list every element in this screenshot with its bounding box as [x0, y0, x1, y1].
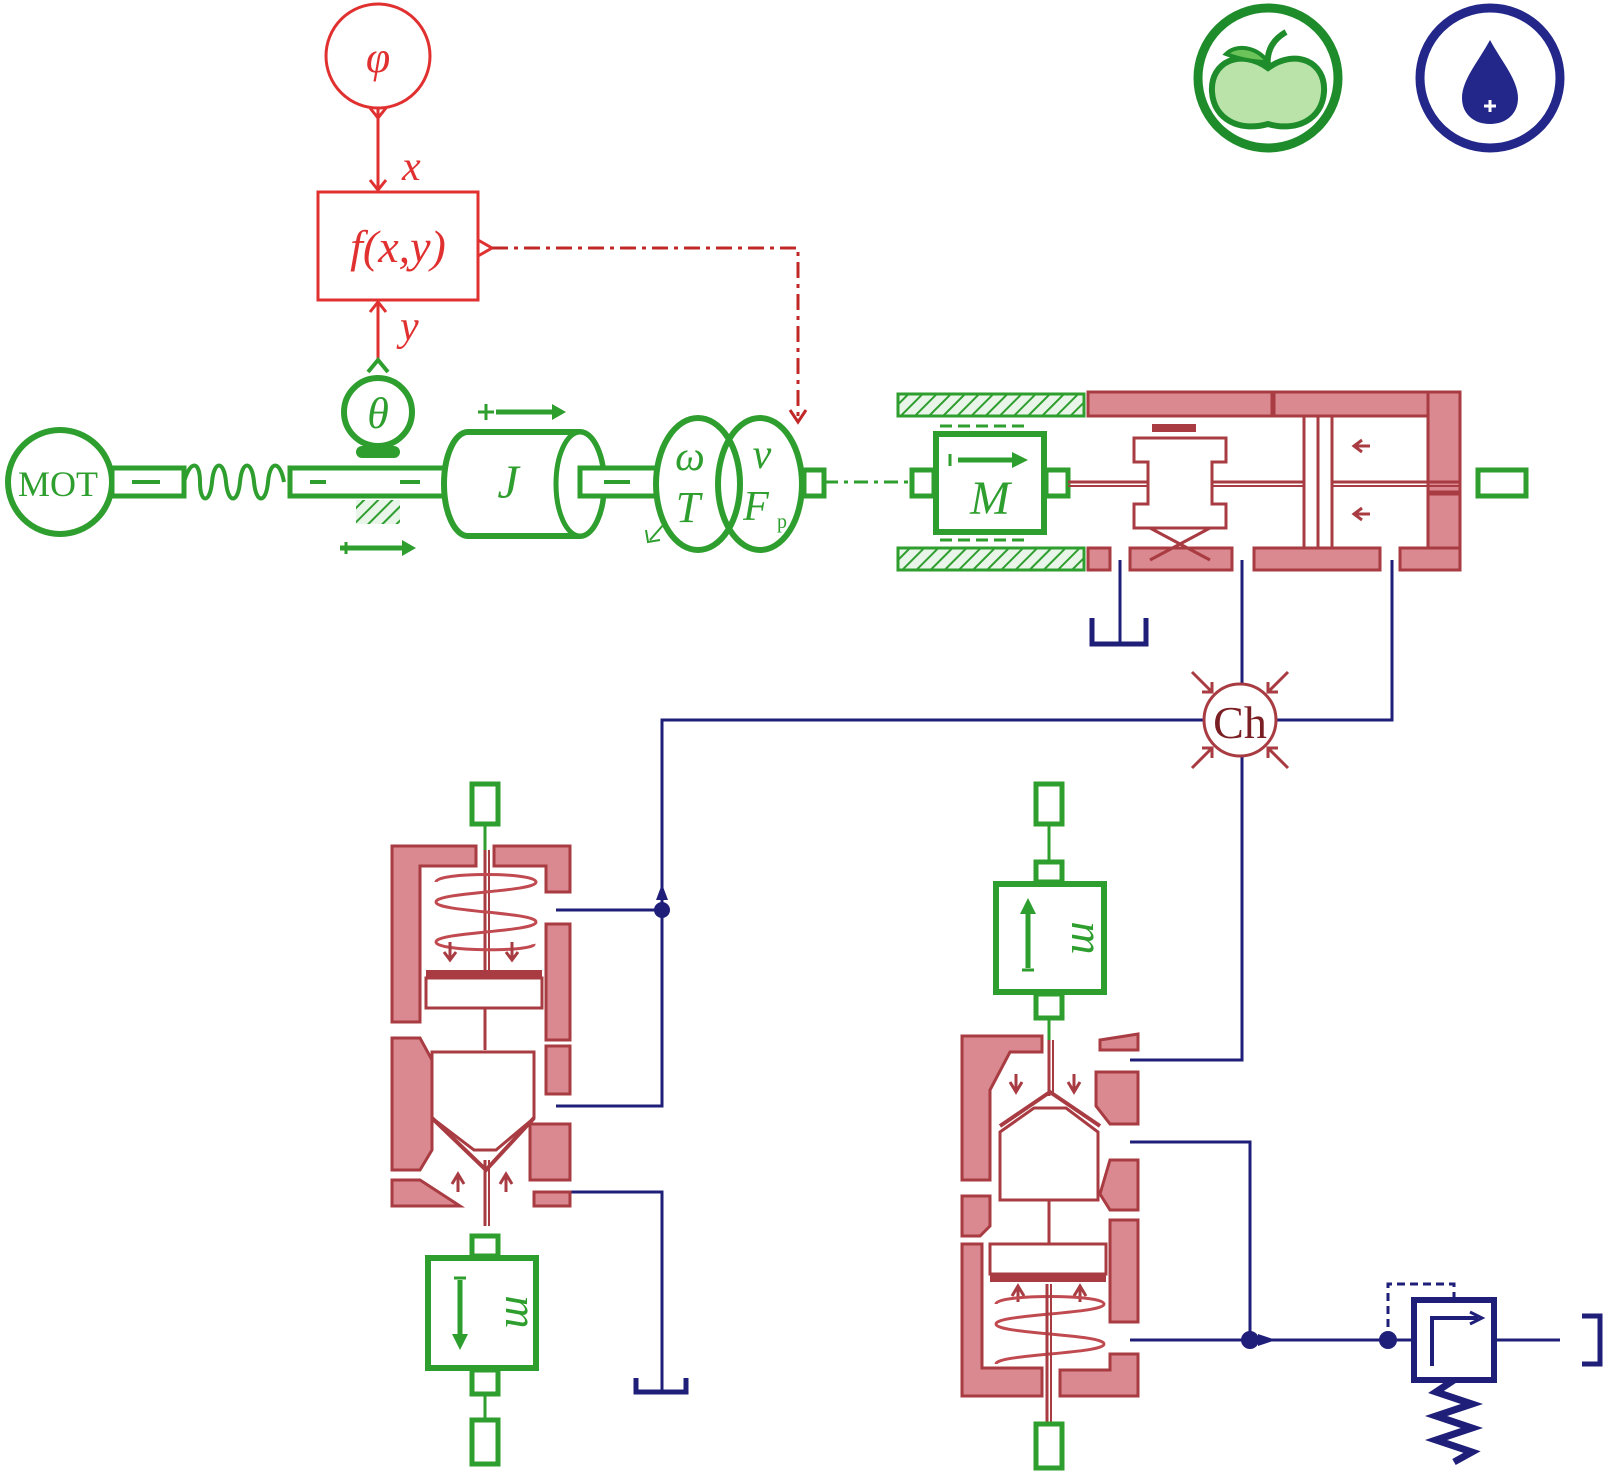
- right-valve-body[interactable]: [960, 1032, 1140, 1398]
- hydraulic-library-icon[interactable]: [1415, 3, 1565, 153]
- inertia-label: J: [497, 456, 521, 509]
- motor[interactable]: MOT: [5, 427, 115, 537]
- rod-port: [1475, 467, 1529, 499]
- y-input-label: y: [396, 304, 419, 350]
- left-mass-label: m: [496, 1295, 547, 1328]
- left-top-port: [469, 781, 501, 827]
- torque-label: T: [676, 483, 704, 532]
- spring-icon: [1424, 1377, 1484, 1466]
- right-mass-label: m: [1062, 921, 1113, 954]
- motor-label: MOT: [18, 464, 98, 504]
- left-mass[interactable]: m: [425, 1255, 547, 1371]
- guide-top: [896, 392, 1086, 418]
- piston[interactable]: [1302, 414, 1370, 550]
- omega-label: ω: [675, 434, 705, 480]
- tank-right: [1582, 1313, 1603, 1367]
- left-valve-spring: [434, 850, 538, 972]
- bearing-ground: [356, 500, 400, 524]
- signal-line-y: [368, 299, 388, 360]
- right-mass[interactable]: m: [993, 881, 1113, 995]
- signal-line-x: [368, 107, 388, 193]
- angle-sensor[interactable]: θ: [341, 356, 415, 458]
- left-valve-body[interactable]: [390, 844, 572, 1208]
- pipe-tee-left: [654, 884, 670, 918]
- tank-top: [1089, 618, 1149, 647]
- rotary-to-linear-converter[interactable]: ω T v F p: [645, 415, 805, 553]
- main-actuator[interactable]: [1086, 390, 1462, 572]
- mass-large-label: M: [969, 472, 1013, 525]
- linear-port: [801, 467, 827, 499]
- left-bottom-port: [469, 1417, 501, 1467]
- tank-left: [633, 1378, 689, 1395]
- mass-large[interactable]: M: [933, 431, 1047, 535]
- v-label: v: [753, 432, 772, 478]
- x-input-label: x: [401, 144, 421, 190]
- drop-icon: [1462, 40, 1518, 124]
- mechanical-library-icon[interactable]: [1193, 3, 1343, 153]
- angle-source[interactable]: φ: [324, 2, 432, 110]
- torsion-spring[interactable]: [182, 463, 286, 501]
- phi-label: φ: [366, 33, 390, 82]
- apple-icon: [1208, 29, 1328, 130]
- force-label: F: [742, 484, 769, 530]
- right-bottom-port: [1033, 1421, 1065, 1471]
- spool-valve[interactable]: [1132, 424, 1228, 562]
- direction-arrow: [340, 540, 416, 556]
- force-subscript: p: [777, 511, 787, 533]
- left-valve-piston[interactable]: [424, 970, 544, 1050]
- function-block[interactable]: f(x,y): [316, 190, 496, 302]
- signal-line-force: [492, 246, 808, 425]
- chamber-label: Ch: [1213, 697, 1267, 748]
- hydraulic-chamber[interactable]: Ch: [1190, 670, 1290, 770]
- pipes: [556, 560, 1560, 1392]
- right-top-port: [1033, 781, 1065, 827]
- right-valve-piston[interactable]: [988, 1242, 1108, 1282]
- theta-label: θ: [367, 389, 389, 438]
- right-valve-spring: [994, 1283, 1106, 1424]
- guide-bottom: [896, 546, 1086, 572]
- function-label: f(x,y): [350, 221, 446, 272]
- left-valve-poppet[interactable]: [430, 1050, 536, 1226]
- right-valve-poppet[interactable]: [998, 1040, 1102, 1244]
- relief-valve[interactable]: [1386, 1282, 1497, 1466]
